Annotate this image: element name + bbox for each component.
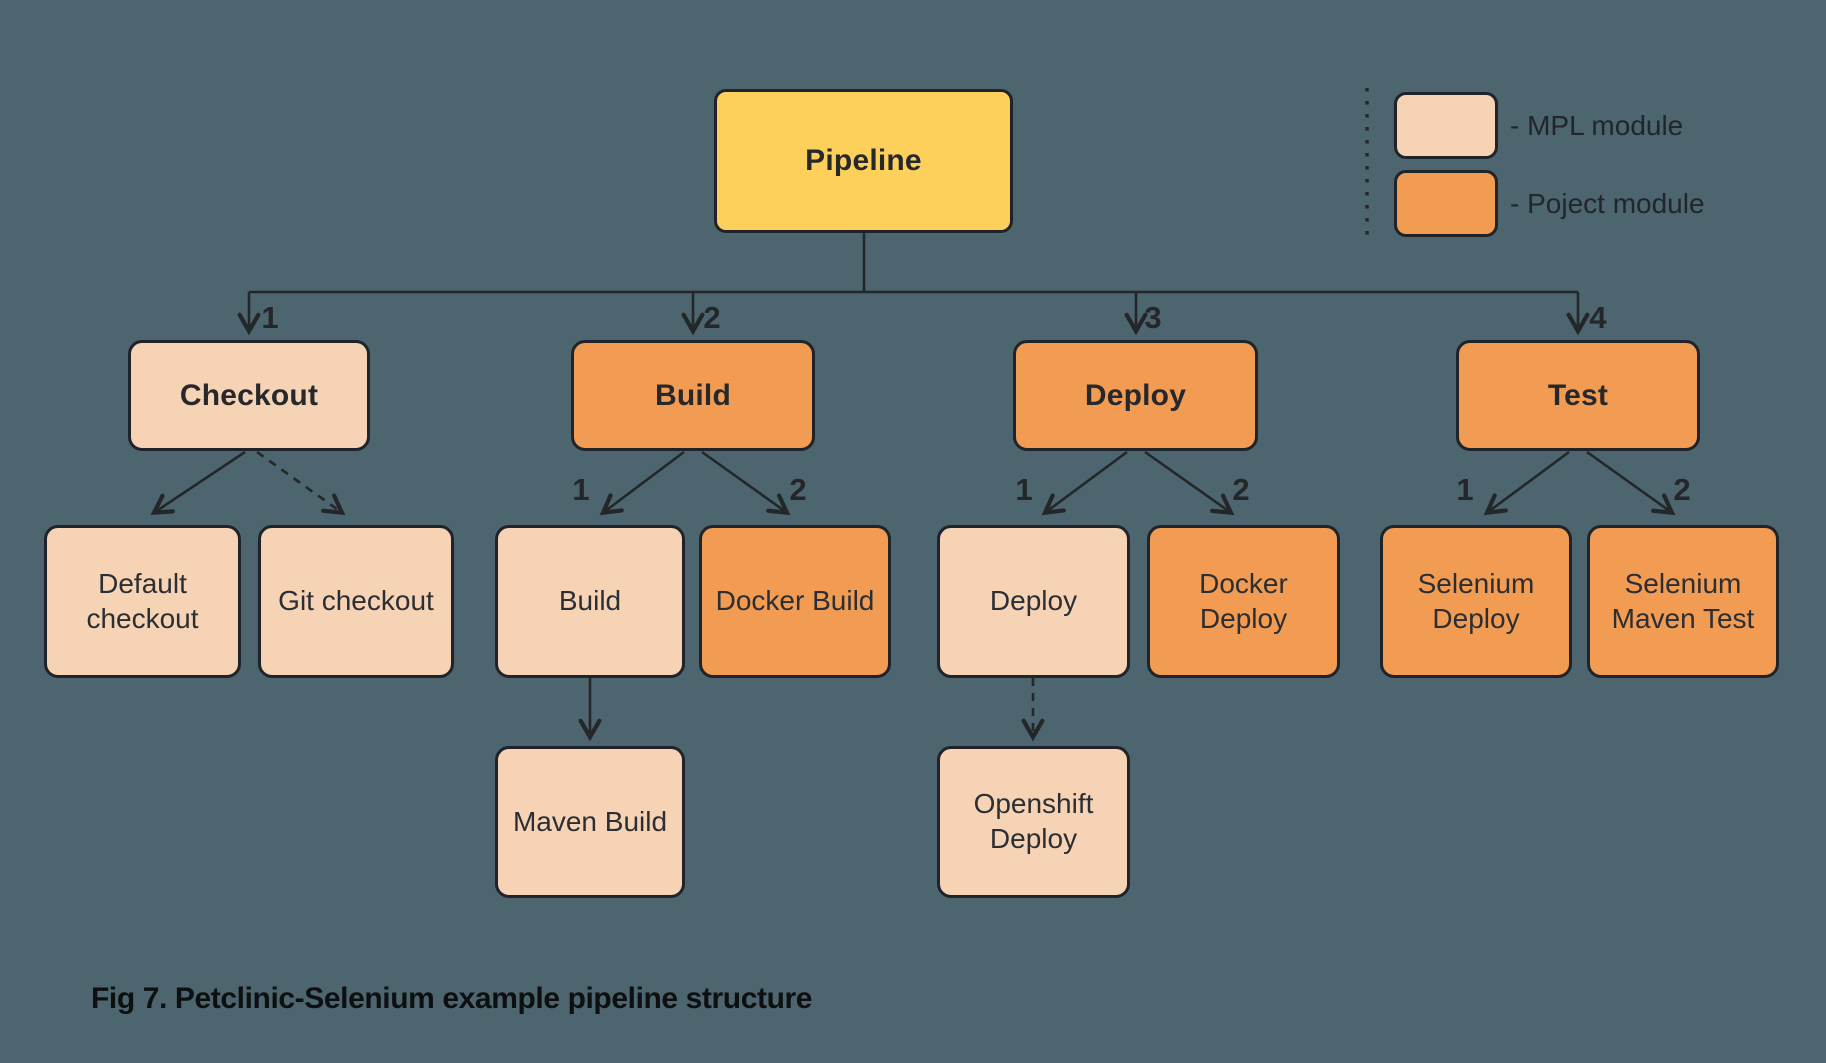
node-default-checkout-label: Default checkout [86, 567, 199, 634]
node-build-stage-label: Build [655, 378, 731, 412]
node-selenium-maven-test-label: Selenium Maven Test [1611, 567, 1755, 634]
node-deploy-stage-label: Deploy [1084, 378, 1187, 412]
arrow-build-docker [701, 450, 791, 516]
figure-caption: Fig 7. Petclinic-Selenium example pipeli… [91, 982, 813, 1015]
node-docker-deploy-label: Docker Deploy [1199, 567, 1288, 634]
node-deploy-module-label: Deploy [989, 585, 1078, 617]
legend-swatch-project-module [1394, 170, 1498, 237]
node-maven-build-label: Maven Build [512, 805, 668, 837]
legend-label-project-module: - Poject module [1510, 188, 1705, 219]
node-docker-build: Docker Build [699, 525, 891, 678]
arrow-deploy-docker [1144, 450, 1235, 516]
node-build-stage: Build [571, 340, 815, 451]
order-number-test-1: 1 [1456, 472, 1474, 507]
node-build-module: Build [495, 525, 685, 678]
node-selenium-deploy-label: Selenium Deploy [1417, 567, 1535, 634]
node-selenium-maven-test: Selenium Maven Test [1587, 525, 1779, 678]
node-docker-deploy: Docker Deploy [1147, 525, 1340, 678]
node-docker-build-label: Docker Build [715, 585, 875, 617]
node-build-module-label: Build [558, 585, 622, 617]
arrow-deploy-deploy [1041, 450, 1128, 516]
order-number-build-2: 2 [789, 472, 807, 507]
order-number-build-1: 1 [572, 472, 590, 507]
order-number-deploy-1: 1 [1015, 472, 1033, 507]
order-number-test: 4 [1589, 300, 1607, 335]
node-test-stage-label: Test [1547, 378, 1609, 412]
arrow-checkout-git-dashed [256, 450, 346, 516]
order-number-test-2: 2 [1673, 472, 1691, 507]
order-number-build: 2 [703, 300, 721, 335]
node-checkout: Checkout [128, 340, 370, 451]
node-selenium-deploy: Selenium Deploy [1380, 525, 1572, 678]
node-default-checkout: Default checkout [44, 525, 241, 678]
node-pipeline: Pipeline [714, 89, 1013, 233]
node-pipeline-label: Pipeline [805, 144, 922, 177]
arrow-checkout-default [150, 450, 246, 516]
arrow-test-selenium-deploy [1483, 450, 1570, 516]
legend-label-mpl-module: - MPL module [1510, 110, 1684, 141]
node-openshift-deploy-label: Openshift Deploy [973, 788, 1094, 854]
legend-swatch-mpl-module [1394, 92, 1498, 159]
order-number-checkout: 1 [261, 300, 279, 335]
arrow-pipeline-bus [249, 233, 1578, 294]
node-deploy-module: Deploy [937, 525, 1130, 678]
node-checkout-label: Checkout [179, 378, 319, 412]
node-maven-build: Maven Build [495, 746, 685, 898]
node-git-checkout: Git checkout [258, 525, 454, 678]
order-number-deploy-2: 2 [1232, 472, 1250, 507]
arrow-build-build [599, 450, 685, 516]
order-number-deploy: 3 [1144, 300, 1162, 335]
node-git-checkout-label: Git checkout [278, 585, 434, 617]
arrow-test-selenium-maven [1586, 450, 1676, 516]
node-deploy-stage: Deploy [1013, 340, 1258, 451]
node-test-stage: Test [1456, 340, 1700, 451]
node-openshift-deploy: Openshift Deploy [937, 746, 1130, 898]
